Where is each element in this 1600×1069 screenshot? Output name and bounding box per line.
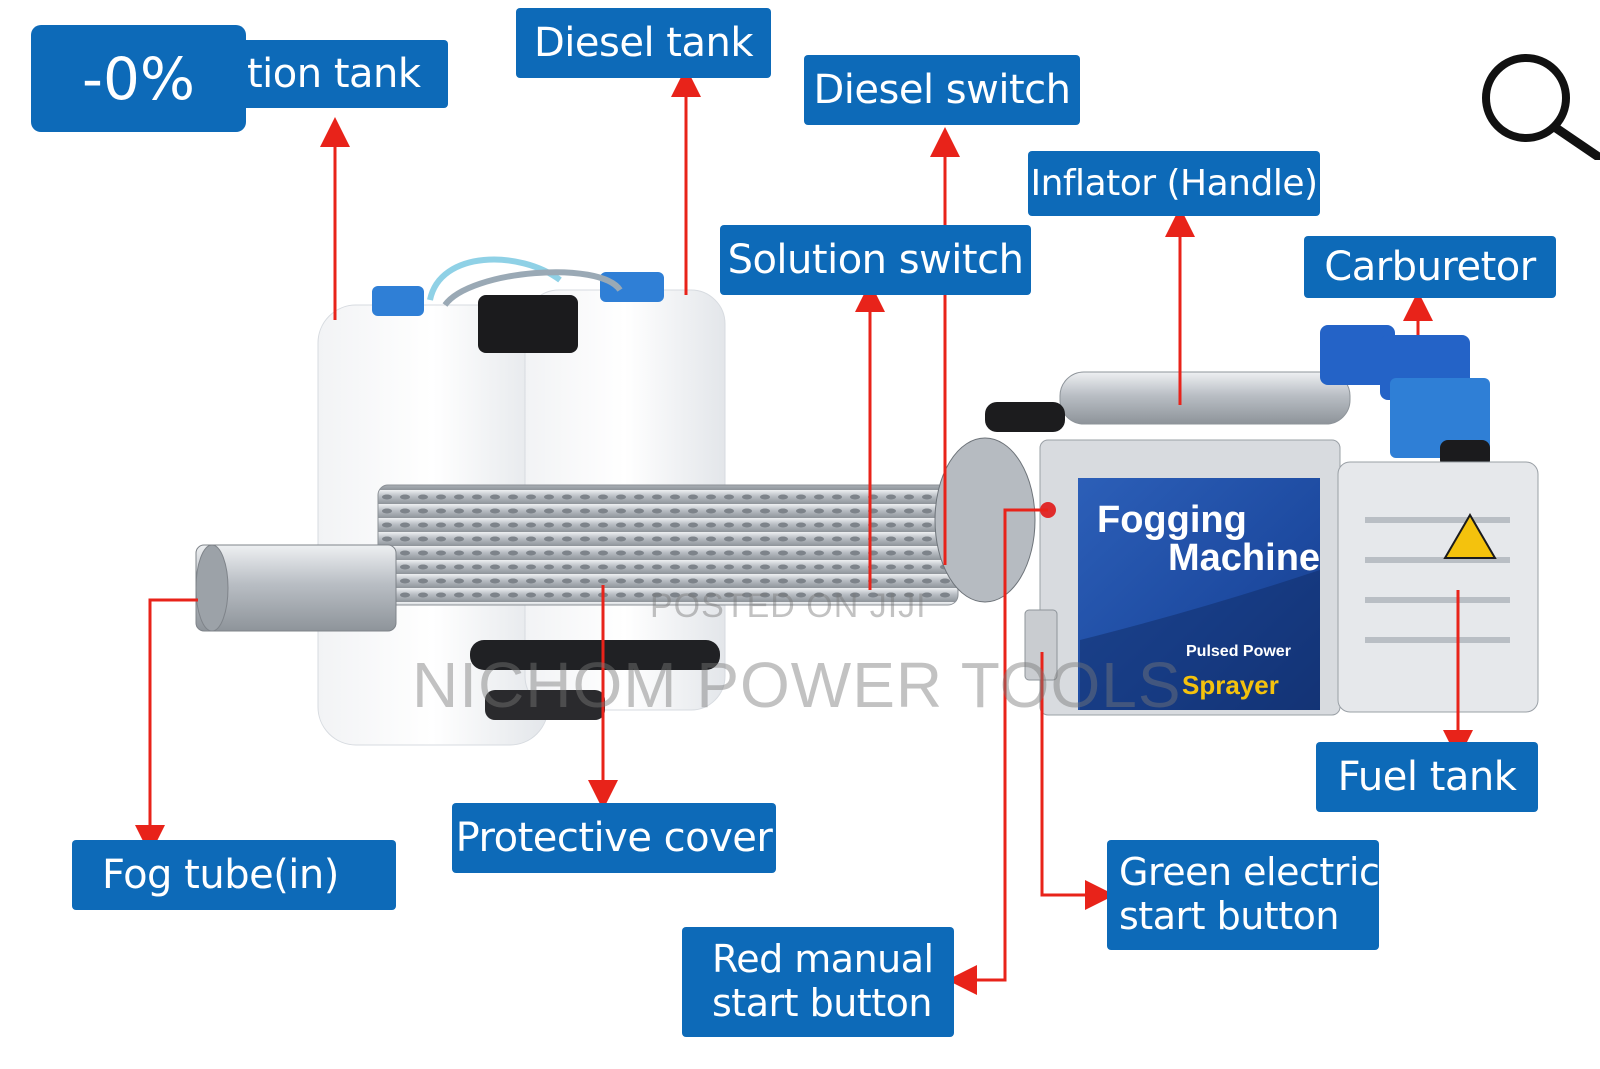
solution-switch-label: Solution switch bbox=[720, 225, 1031, 295]
panel-text-fogging: Fogging bbox=[1097, 499, 1247, 541]
panel-text-machine: Machine bbox=[1168, 537, 1320, 579]
red-start-line2: start button bbox=[712, 981, 932, 1025]
green-start-line1: Green electric bbox=[1119, 850, 1380, 895]
red-start-button-label: Red manual start button bbox=[682, 927, 954, 1037]
search-icon[interactable] bbox=[1478, 50, 1600, 160]
diesel-switch-label: Diesel switch bbox=[804, 55, 1080, 125]
brand-watermark: NICHOM POWER TOOLS bbox=[412, 649, 1182, 721]
green-start-button-label: Green electric start button bbox=[1107, 840, 1380, 950]
diesel-tank-label: Diesel tank bbox=[516, 8, 771, 78]
solution-tank-label: tion tank bbox=[233, 40, 448, 108]
red-start-line1: Red manual bbox=[712, 937, 934, 982]
green-start-line2: start button bbox=[1119, 894, 1339, 938]
fog-tube-label: Fog tube(in) bbox=[72, 840, 396, 910]
panel-text-pulsed: Pulsed Power bbox=[1186, 643, 1291, 660]
protective-cover-label: Protective cover bbox=[452, 803, 776, 873]
barrel-image bbox=[195, 437, 1036, 720]
engine-body-image: Fogging Machine Pulsed Power Sprayer bbox=[985, 325, 1539, 716]
discount-badge: -0% bbox=[31, 25, 246, 132]
posted-watermark: POSTED ON JIJI bbox=[650, 587, 927, 625]
inflator-handle-label: Inflator (Handle) bbox=[1028, 151, 1320, 216]
panel-text-sprayer: Sprayer bbox=[1182, 670, 1279, 700]
carburetor-label: Carburetor bbox=[1304, 236, 1556, 298]
fuel-tank-label: Fuel tank bbox=[1316, 742, 1538, 812]
